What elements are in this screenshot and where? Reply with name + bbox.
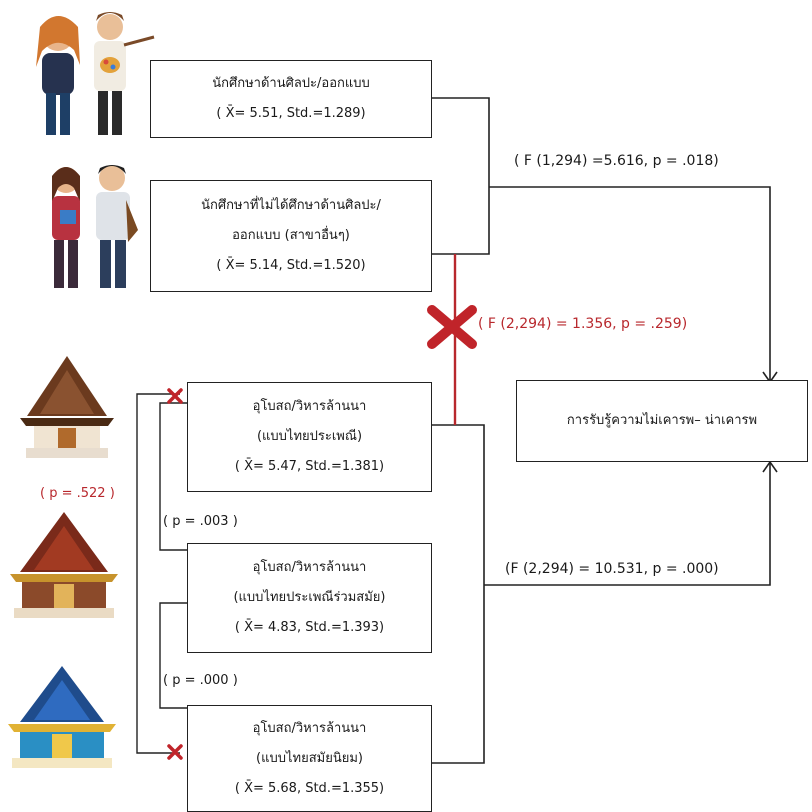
temple-effect-label: (F (2,294) = 10.531, p = .000) (505, 561, 719, 577)
major-effect-label: ( F (1,294) =5.616, p = .018) (514, 153, 719, 169)
box-temple-contemporary: อุโบสถ/วิหารล้านนา (แบบไทยประเพณีร่วมสมั… (187, 543, 432, 653)
box-stat: ( X̄= 4.83, Std.=1.393) (234, 620, 385, 635)
cross-mark-icon (427, 305, 477, 349)
box-title-line1: อุโบสถ/วิหารล้านนา (252, 399, 367, 414)
pairwise-1-3-label: ( p = .522 ) (40, 486, 115, 501)
temple-contemporary-illustration (10, 512, 118, 618)
box-temple-modern: อุโบสถ/วิหารล้านนา (แบบไทยสมัยนิยม) ( X̄… (187, 705, 432, 812)
temple-modern-illustration (8, 666, 116, 768)
box-stat: ( X̄= 5.51, Std.=1.289) (216, 106, 366, 121)
box-title-line1: อุโบสถ/วิหารล้านนา (252, 560, 367, 575)
students-other-illustration (52, 165, 138, 288)
box-title: นักศึกษาด้านศิลปะ/ออกแบบ (212, 76, 370, 91)
pairwise-1-2-label: ( p = .003 ) (163, 514, 238, 529)
box-title-line1: นักศึกษาที่ไม่ได้ศึกษาด้านศิลปะ/ (201, 198, 381, 213)
box-nonart-students: นักศึกษาที่ไม่ได้ศึกษาด้านศิลปะ/ ออกแบบ … (150, 180, 432, 292)
box-title: การรับรู้ความไม่เคารพ– น่าเคารพ (566, 413, 758, 428)
box-title-line2: (แบบไทยสมัยนิยม) (256, 750, 363, 766)
box-title-line2: (แบบไทยประเพณี) (256, 429, 363, 444)
cross-mark-icon (167, 744, 183, 760)
box-stat: ( X̄= 5.47, Std.=1.381) (234, 459, 385, 474)
students-art-illustration (36, 12, 155, 135)
box-temple-traditional: อุโบสถ/วิหารล้านนา (แบบไทยประเพณี) ( X̄=… (187, 382, 432, 492)
pairwise-2-3-label: ( p = .000 ) (163, 673, 238, 688)
interaction-label: ( F (2,294) = 1.356, p = .259) (478, 316, 688, 332)
box-art-students: นักศึกษาด้านศิลปะ/ออกแบบ ( X̄= 5.51, Std… (150, 60, 432, 138)
box-outcome: การรับรู้ความไม่เคารพ– น่าเคารพ (516, 380, 808, 462)
cross-mark-icon (167, 388, 183, 404)
box-title-line2: (แบบไทยประเพณีร่วมสมัย) (233, 590, 386, 605)
box-stat: ( X̄= 5.68, Std.=1.355) (234, 780, 385, 796)
temple-traditional-illustration (20, 356, 114, 458)
box-stat: ( X̄= 5.14, Std.=1.520) (216, 258, 366, 273)
box-title-line1: อุโบสถ/วิหารล้านนา (252, 720, 367, 736)
box-title-line2: ออกแบบ (สาขาอื่นๆ) (232, 228, 350, 243)
